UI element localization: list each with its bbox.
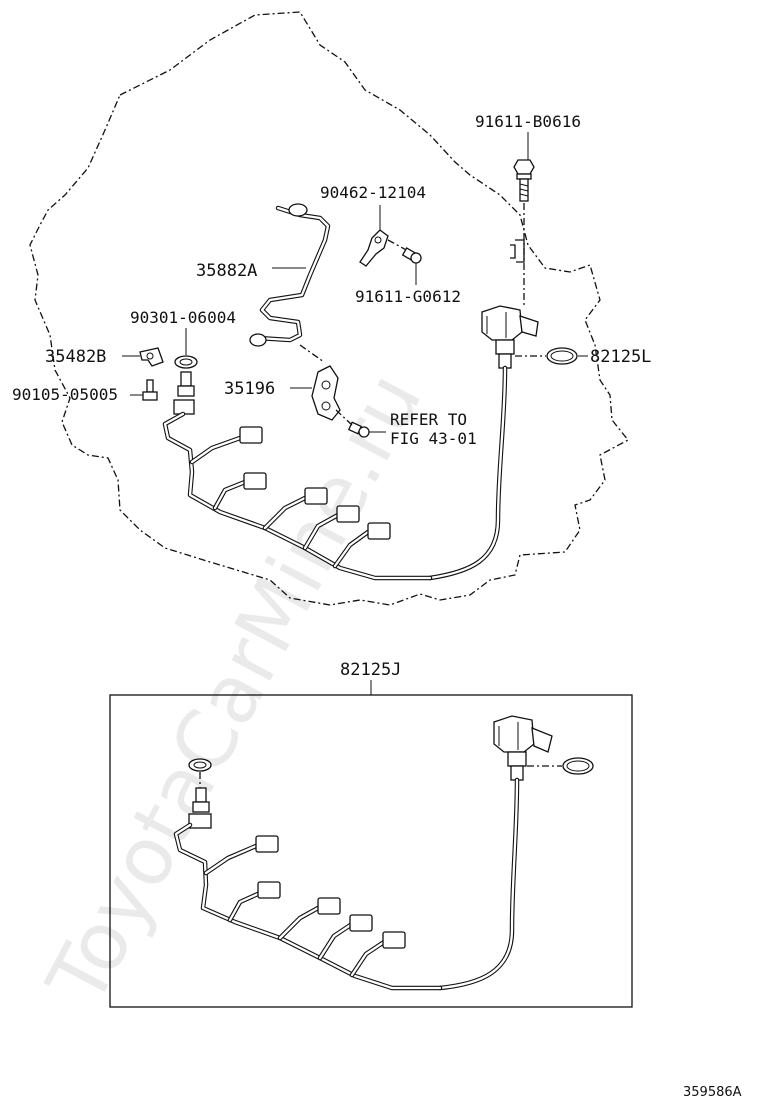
gasket-lower xyxy=(188,758,212,772)
speed-sensor-lower xyxy=(493,715,553,781)
label-90105-05005: 90105-05005 xyxy=(12,385,118,404)
wire-harness-lower xyxy=(173,822,443,991)
o-ring-82125l-inner xyxy=(550,350,574,362)
screw-90105-05005 xyxy=(142,379,158,401)
label-90462-12104: 90462-12104 xyxy=(320,183,426,202)
bolt-91611-b0616 xyxy=(513,159,535,202)
temp-sensor-lower xyxy=(188,787,212,829)
bolt-91611-g0612 xyxy=(401,247,422,264)
label-90301-06004: 90301-06004 xyxy=(130,308,236,327)
sensor-cable-upper-core xyxy=(428,366,507,580)
label-35482b: 35482B xyxy=(45,347,106,367)
speed-sensor-upper xyxy=(481,305,539,369)
label-refer-line1: REFER TO xyxy=(390,410,467,429)
gasket-90301-06004 xyxy=(174,355,198,369)
figure-number: 359586A xyxy=(683,1085,742,1100)
o-ring-lower-inner xyxy=(566,760,590,772)
plate-35482b xyxy=(139,347,164,367)
label-82125j: 82125J xyxy=(340,660,401,680)
label-35196: 35196 xyxy=(224,379,275,399)
temp-sensor-upper xyxy=(173,371,195,415)
sensor-cable-lower-core xyxy=(438,778,519,990)
sensor-cable-upper xyxy=(427,365,508,581)
wire-harness-upper xyxy=(162,411,433,581)
transmission-outline xyxy=(29,11,629,606)
o-ring-82125l xyxy=(546,347,578,365)
gasket-inner xyxy=(179,358,193,366)
mount-bracket xyxy=(510,239,525,263)
o-ring-lower xyxy=(562,757,594,775)
label-35882a: 35882A xyxy=(196,261,257,281)
lever-35196 xyxy=(311,365,341,421)
label-91611-b0616: 91611-B0616 xyxy=(475,112,581,131)
phantom-lever-nut xyxy=(335,409,353,426)
label-91611-g0612: 91611-G0612 xyxy=(355,287,461,306)
label-refer-line2: FIG 43-01 xyxy=(390,429,477,448)
phantom-lever xyxy=(299,344,325,363)
gasket-lower-inner xyxy=(193,761,207,769)
clamp-90462-12104 xyxy=(359,229,389,267)
label-82125l: 82125L xyxy=(590,347,651,367)
lever-nut xyxy=(347,421,370,438)
assembly-box xyxy=(109,694,633,1008)
tube-35882a xyxy=(249,203,331,347)
